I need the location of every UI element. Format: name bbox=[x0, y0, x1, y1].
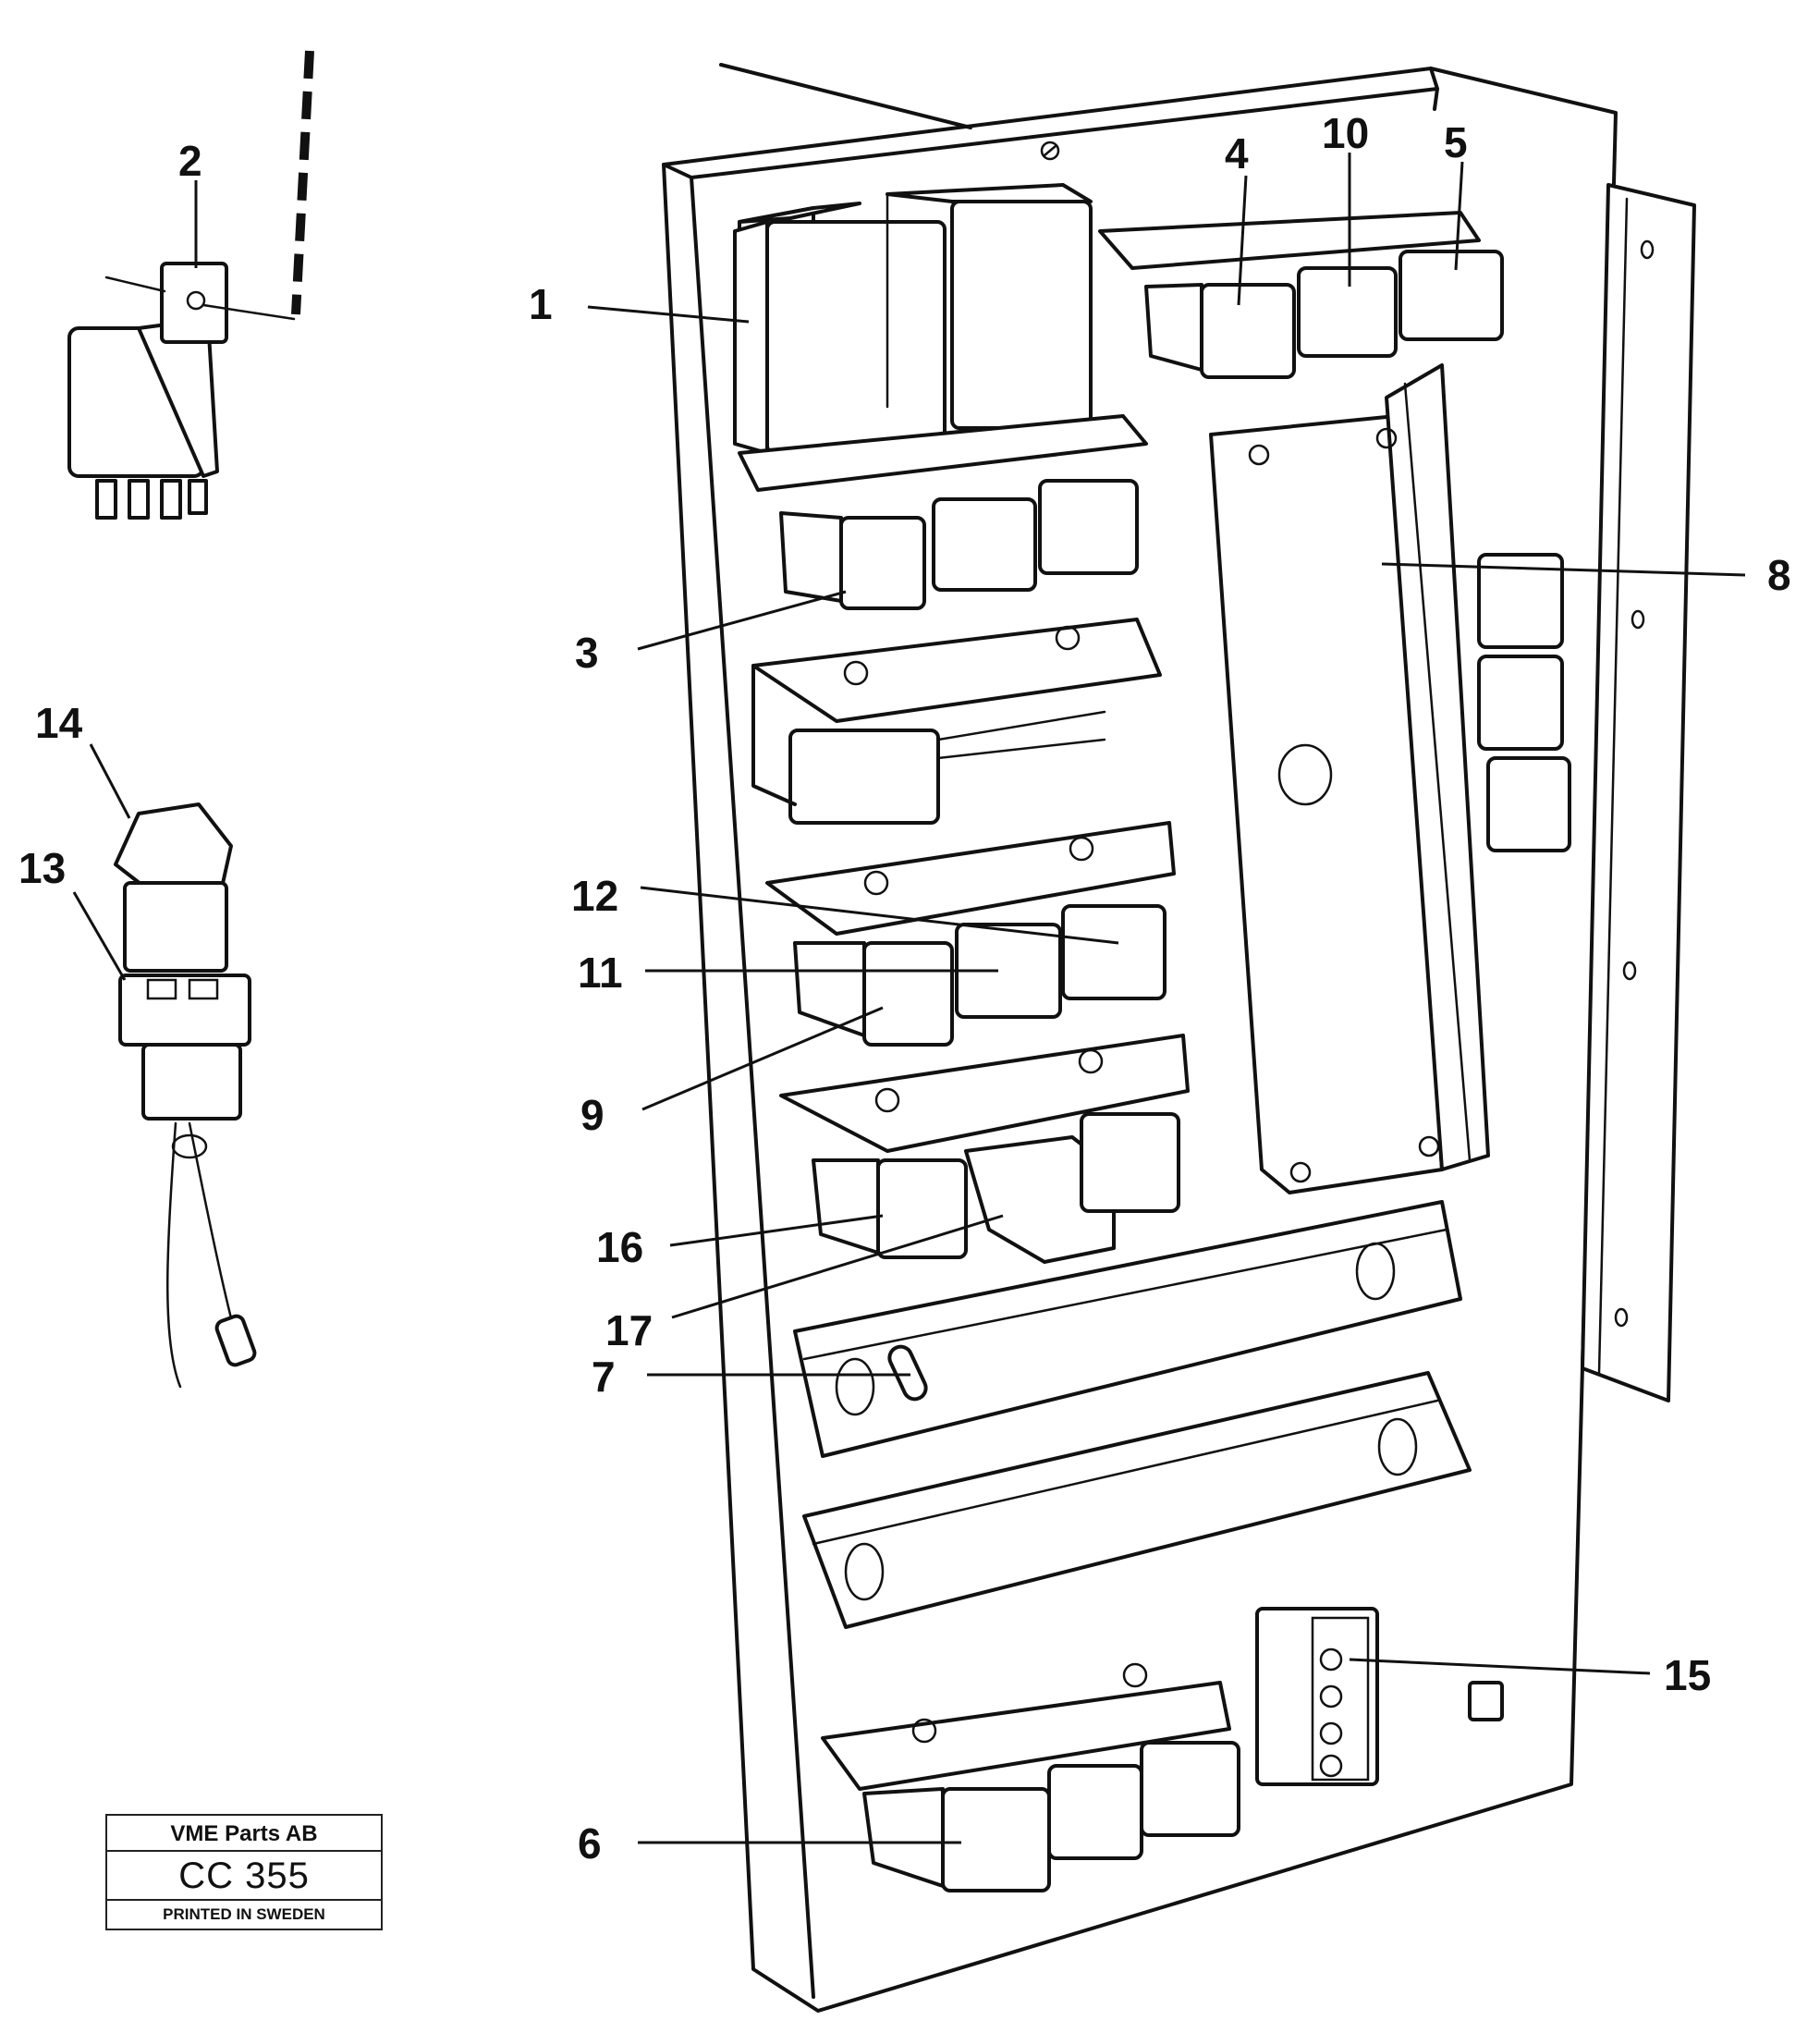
control-unit-8 bbox=[1209, 363, 1571, 1194]
callout-9: 9 bbox=[580, 1091, 605, 1139]
callout-16: 16 bbox=[596, 1223, 643, 1271]
top-screw-icon bbox=[1040, 141, 1060, 161]
callout-2: 2 bbox=[178, 137, 202, 185]
relay-detail-2 bbox=[67, 50, 314, 520]
side-bracket bbox=[1581, 183, 1696, 1402]
fuse-holder-15 bbox=[1255, 1607, 1504, 1786]
callout-15: 15 bbox=[1664, 1651, 1711, 1699]
callout-17: 17 bbox=[605, 1306, 653, 1354]
large-relay-block bbox=[733, 183, 1093, 455]
callout-1: 1 bbox=[529, 280, 553, 328]
relay-row-bottom bbox=[821, 1662, 1240, 1892]
callout-3: 3 bbox=[575, 629, 599, 677]
printed-note: PRINTED IN SWEDEN bbox=[163, 1905, 325, 1923]
callout-8: 8 bbox=[1767, 551, 1791, 599]
callout-14: 14 bbox=[35, 699, 83, 747]
relay-row-3 bbox=[751, 618, 1162, 825]
title-block: VME Parts AB CC 355 PRINTED IN SWEDEN bbox=[105, 1814, 383, 1930]
callout-7: 7 bbox=[592, 1353, 616, 1401]
callout-6: 6 bbox=[578, 1819, 602, 1868]
callout-5: 5 bbox=[1444, 118, 1468, 166]
callout-10: 10 bbox=[1322, 109, 1369, 157]
leader-lines bbox=[72, 153, 1746, 1844]
terminal-strip-lower bbox=[802, 1371, 1472, 1629]
top-right-relay-block bbox=[1098, 211, 1504, 379]
terminal-strip-upper bbox=[793, 1200, 1462, 1458]
switch-detail-13-14 bbox=[114, 802, 257, 1389]
drawing-code: CC 355 bbox=[107, 1852, 381, 1901]
relay-row-4 bbox=[765, 821, 1176, 1047]
callout-labels: 1 2 3 4 5 6 7 8 9 10 11 12 13 14 15 16 1… bbox=[18, 109, 1791, 1868]
relay-row-5 bbox=[779, 1034, 1190, 1264]
callout-12: 12 bbox=[571, 872, 618, 920]
company-name: VME Parts AB bbox=[107, 1816, 381, 1852]
callout-11: 11 bbox=[578, 949, 623, 997]
callout-13: 13 bbox=[18, 844, 66, 892]
relay-row-2 bbox=[738, 414, 1148, 610]
callout-4: 4 bbox=[1225, 129, 1249, 178]
